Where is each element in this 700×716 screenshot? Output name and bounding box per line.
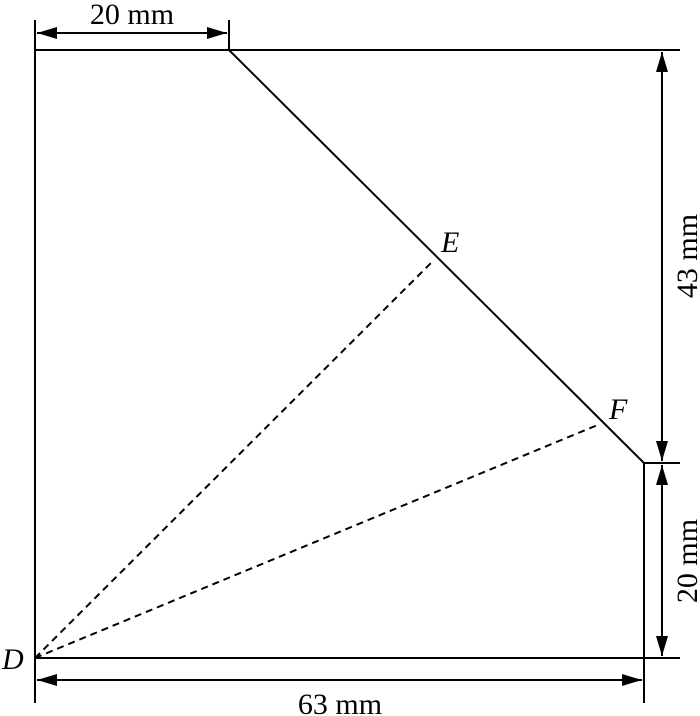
dimension-label-top-width: 20 mm xyxy=(90,0,174,31)
dashed-line-df xyxy=(34,423,601,659)
plate-outline xyxy=(34,49,645,659)
dimension-label-bottom-width: 63 mm xyxy=(298,688,382,716)
slanted-edge xyxy=(228,49,645,464)
dimension-label-right-upper: 43 mm xyxy=(671,214,700,298)
point-label-d: D xyxy=(1,643,24,676)
point-label-f: F xyxy=(608,393,628,426)
dimension-label-right-lower: 20 mm xyxy=(671,519,700,603)
dashed-line-de xyxy=(34,259,435,659)
point-label-e: E xyxy=(440,226,459,259)
